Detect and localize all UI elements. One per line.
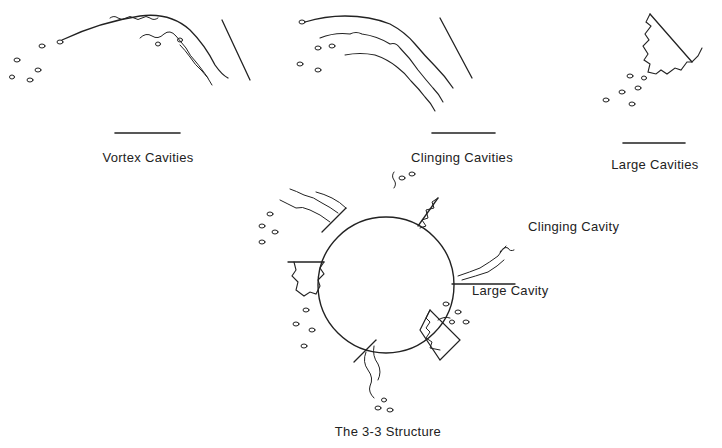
blade — [420, 310, 460, 360]
blade — [322, 208, 346, 232]
blade — [354, 340, 376, 362]
large-cavity — [643, 14, 702, 74]
blade — [650, 14, 692, 62]
panel-caption: Clinging Cavities — [411, 150, 513, 165]
vortex-path — [62, 15, 228, 78]
blade — [222, 20, 250, 80]
panel-caption: Vortex Cavities — [102, 150, 193, 165]
blade — [288, 261, 324, 262]
part-label: Clinging Cavity — [528, 219, 619, 234]
scale-bar — [623, 142, 685, 144]
scale-bar — [432, 132, 495, 134]
blade — [440, 18, 472, 78]
hub-circle — [318, 217, 454, 353]
figure-caption: The 3-3 Structure — [335, 424, 441, 439]
part-label: Large Cavity — [472, 283, 549, 298]
panel-caption: Large Cavities — [611, 157, 698, 172]
scale-bar — [115, 132, 180, 134]
blade — [418, 198, 438, 226]
